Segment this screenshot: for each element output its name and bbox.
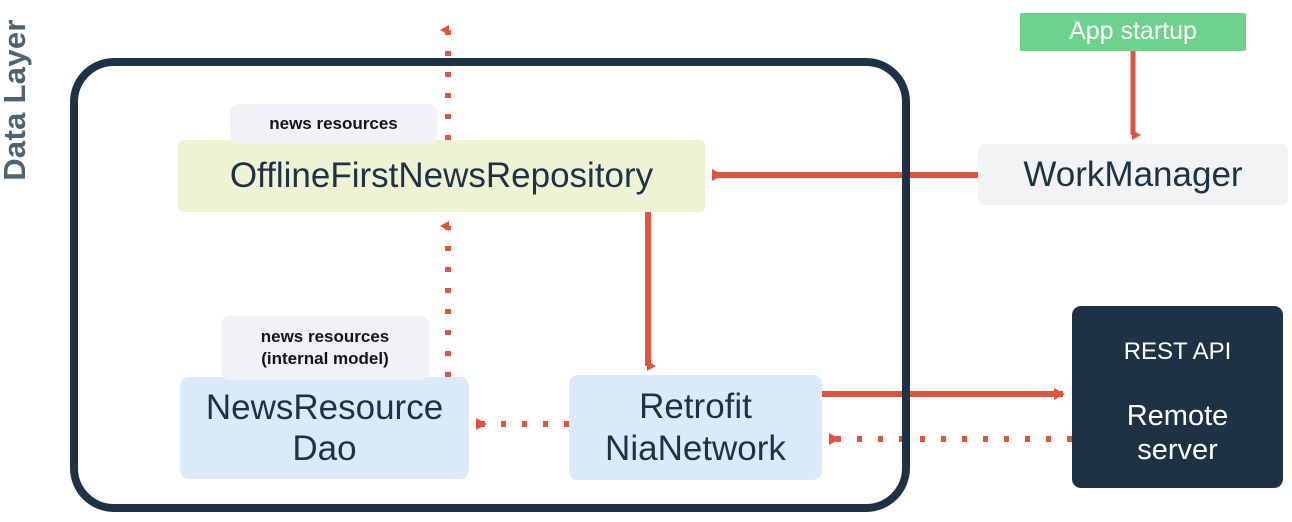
node-work-manager[interactable]: WorkManager xyxy=(978,144,1288,205)
chip-news-resources: news resources xyxy=(230,104,437,144)
data-layer-container xyxy=(70,58,910,512)
node-remote-server-api-label: REST API xyxy=(1123,338,1232,365)
chip-news-resources-internal-label-line1: news resources xyxy=(260,326,390,346)
node-app-startup[interactable]: App startup xyxy=(1020,13,1246,51)
chip-news-resources-label: news resources xyxy=(269,113,398,133)
node-retrofit-label-line2: NiaNetwork xyxy=(605,428,786,468)
node-offline-first-news-repository[interactable]: OfflineFirstNewsRepository xyxy=(178,140,705,212)
node-repository-label: OfflineFirstNewsRepository xyxy=(229,156,654,196)
node-dao-label-line1: NewsResource xyxy=(205,387,444,427)
node-retrofit-label-line1: Retrofit xyxy=(639,387,752,427)
node-app-startup-label: App startup xyxy=(1069,17,1197,46)
node-dao-label-line2: Dao xyxy=(292,429,357,468)
data-layer-label: Data Layer xyxy=(0,19,32,181)
node-remote-server-label-line2: server xyxy=(1137,433,1218,466)
chip-news-resources-internal-model: news resources (internal model) xyxy=(221,316,429,380)
node-remote-server[interactable]: REST API Remote server xyxy=(1072,306,1283,488)
chip-news-resources-internal-label-line2: (internal model) xyxy=(261,349,389,368)
node-remote-server-label-line1: Remote xyxy=(1126,400,1229,433)
node-work-manager-label: WorkManager xyxy=(1023,154,1243,194)
node-news-resource-dao[interactable]: NewsResource Dao xyxy=(180,377,469,479)
node-retrofit-nia-network[interactable]: Retrofit NiaNetwork xyxy=(569,375,822,480)
